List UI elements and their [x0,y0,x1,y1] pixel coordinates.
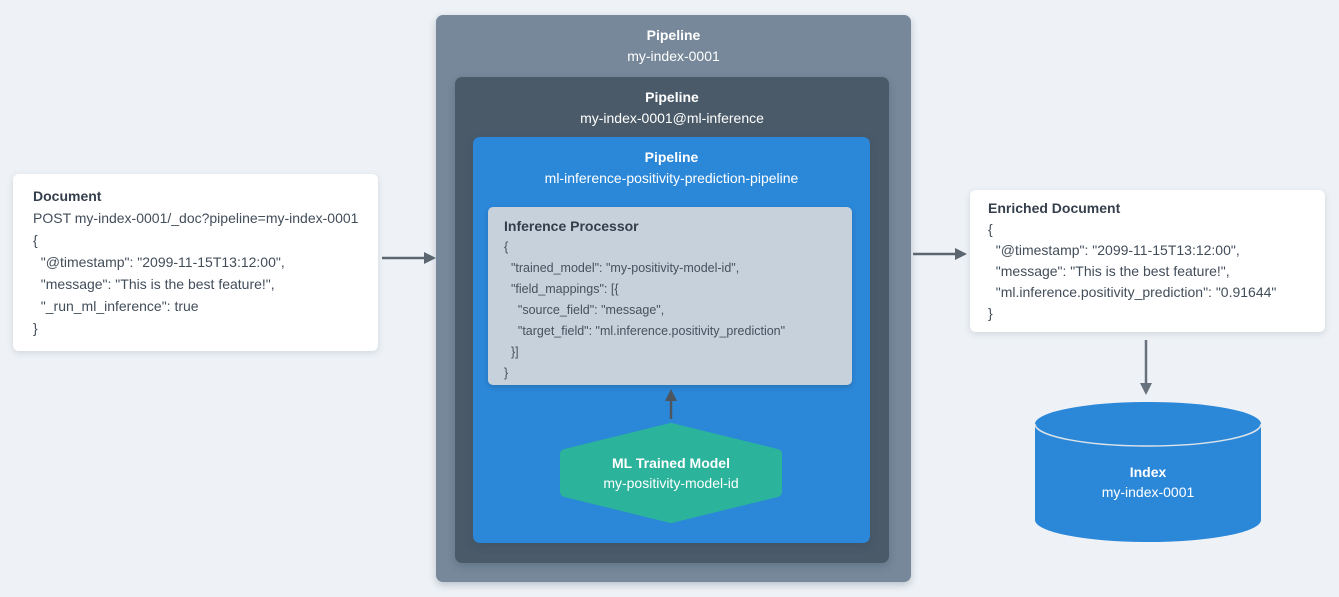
model-to-processor-arrow-icon [665,389,677,419]
pipeline-ml-inference-header: Pipeline my-index-0001@ml-inference [455,77,889,129]
cylinder-shape-icon [1034,402,1262,542]
document-to-pipeline-arrow-icon [382,252,436,264]
document-card-title: Document [33,188,102,204]
pipeline-outer-header: Pipeline my-index-0001 [436,15,911,67]
pipeline-to-enriched-arrow-icon [913,248,967,260]
ml-trained-model-name: my-positivity-model-id [603,475,739,491]
index-cylinder: Index my-index-0001 [1033,400,1263,545]
pipeline-outer-label: Pipeline [646,27,701,43]
document-card-code: POST my-index-0001/_doc?pipeline=my-inde… [33,210,359,336]
index-cylinder-title: Index [1129,464,1167,480]
index-cylinder-name: my-index-0001 [1101,484,1195,500]
hexagon-shape-icon [560,423,782,523]
pipeline-ml-inference-name: my-index-0001@ml-inference [580,110,764,126]
ml-trained-model-title: ML Trained Model [612,455,730,471]
pipeline-outer-name: my-index-0001 [627,48,720,64]
enriched-document-card: Enriched Document { "@timestamp": "2099-… [970,190,1325,332]
index-cylinder-text: Index my-index-0001 [1033,462,1263,502]
inference-processor-title: Inference Processor [504,218,639,234]
ml-trained-model-text: ML Trained Model my-positivity-model-id [560,423,782,523]
enriched-document-title: Enriched Document [988,200,1121,216]
ml-trained-model-hexagon: ML Trained Model my-positivity-model-id [560,423,782,523]
pipeline-positivity-prediction-name: ml-inference-positivity-prediction-pipel… [544,170,799,186]
pipeline-ml-inference-label: Pipeline [645,89,699,105]
enriched-to-index-arrow-icon [1140,340,1152,395]
inference-processor-panel: Inference Processor { "trained_model": "… [488,207,852,385]
enriched-document-code: { "@timestamp": "2099-11-15T13:12:00", "… [988,221,1277,321]
inference-processor-code: { "trained_model": "my-positivity-model-… [504,240,786,380]
pipeline-positivity-prediction-label: Pipeline [644,149,699,165]
document-card: Document POST my-index-0001/_doc?pipelin… [13,174,378,351]
pipeline-positivity-prediction-header: Pipeline ml-inference-positivity-predict… [473,137,870,189]
